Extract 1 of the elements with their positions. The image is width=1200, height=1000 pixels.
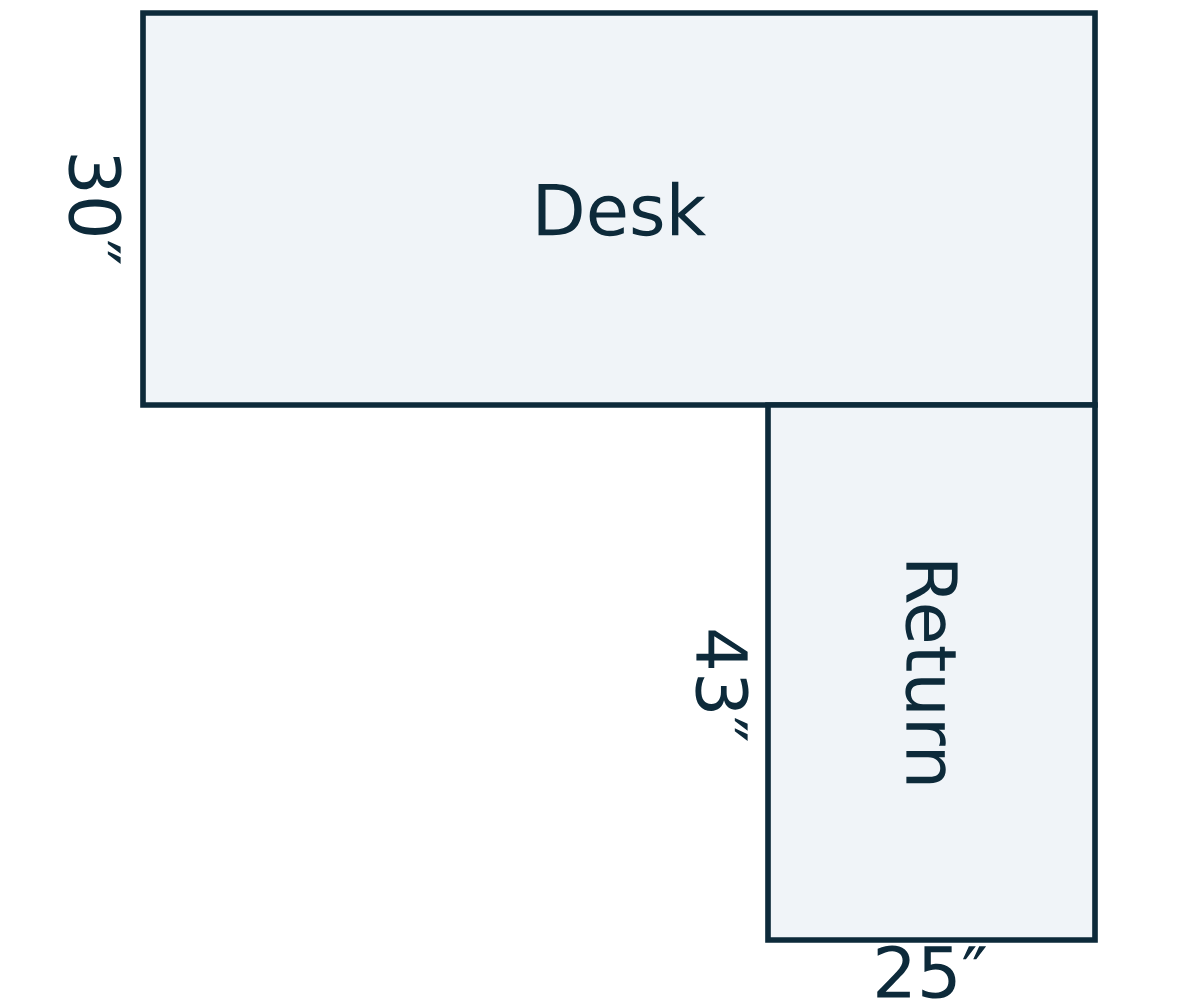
desk-surface: Return xyxy=(765,402,1098,943)
